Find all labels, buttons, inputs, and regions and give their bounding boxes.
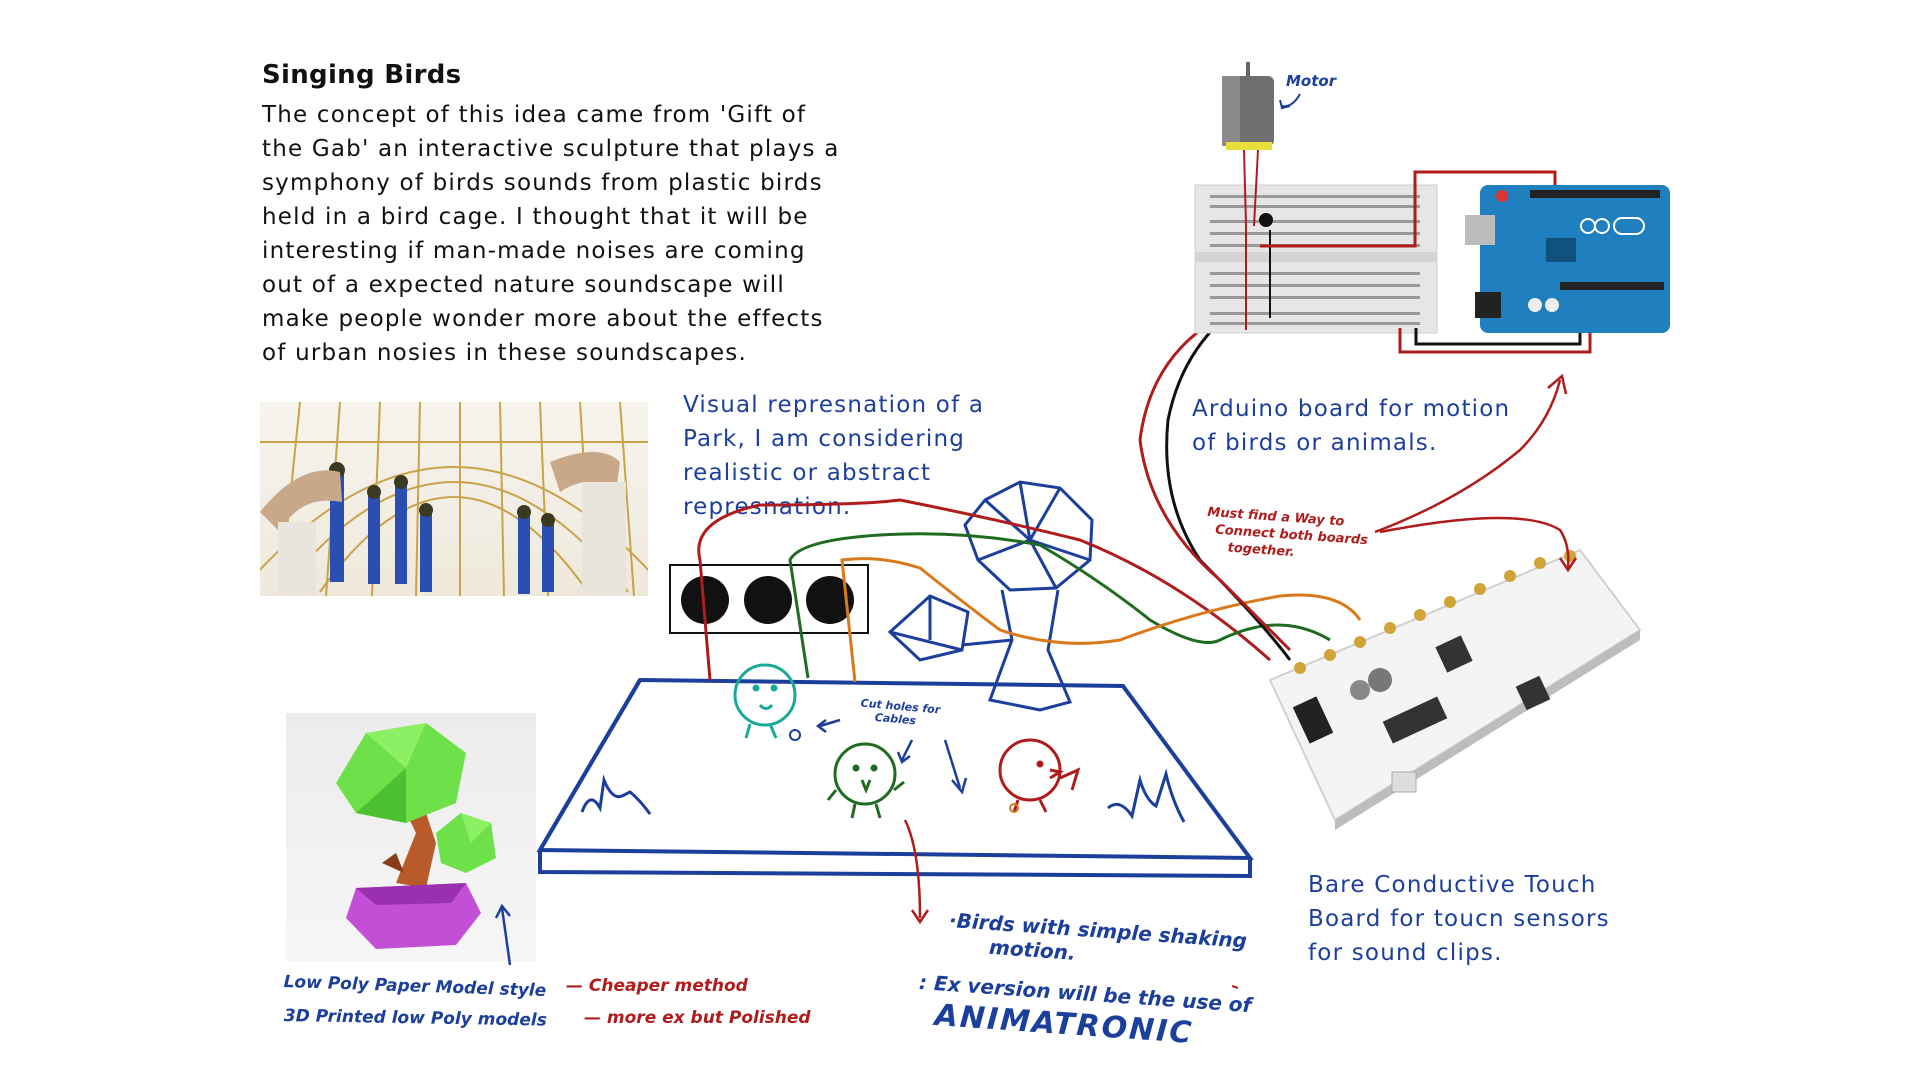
low-poly-paper-note: — Cheaper method — [566, 976, 748, 996]
bird-icon — [826, 742, 905, 819]
park-representation-note: Visual represnation of a Park, I am cons… — [683, 392, 985, 520]
3d-printed-note: — more ex but Polished — [584, 1008, 811, 1028]
grass-icon — [580, 774, 652, 815]
arduino-uno-icon — [1465, 185, 1670, 333]
park-board — [536, 677, 1254, 879]
touch-board-note: Bare Conductive Touch Board for toucn se… — [1308, 872, 1610, 966]
breadboard-icon — [1194, 149, 1438, 334]
motor-icon — [1222, 62, 1274, 150]
page-title: Singing Birds — [262, 60, 462, 90]
bird-icon — [998, 738, 1081, 813]
black-wire — [1165, 320, 1292, 661]
motor-label: Motor — [1286, 72, 1337, 90]
arduino-note: Arduino board for motion of birds or ani… — [1192, 396, 1511, 456]
intro-paragraph: The concept of this idea came from 'Gift… — [262, 102, 840, 366]
speaker-icon — [669, 564, 869, 634]
touch-board-icon — [1268, 548, 1642, 830]
red-wire — [697, 498, 1271, 681]
orange-wire — [840, 557, 1362, 683]
tree-icon — [887, 480, 1094, 712]
bird-icon — [733, 663, 797, 739]
bird-cage-photo — [260, 402, 648, 596]
red-wire-2 — [1138, 318, 1292, 652]
green-wire — [788, 532, 1331, 679]
low-poly-tree-photo — [286, 713, 536, 961]
grass-icon — [1107, 768, 1186, 823]
